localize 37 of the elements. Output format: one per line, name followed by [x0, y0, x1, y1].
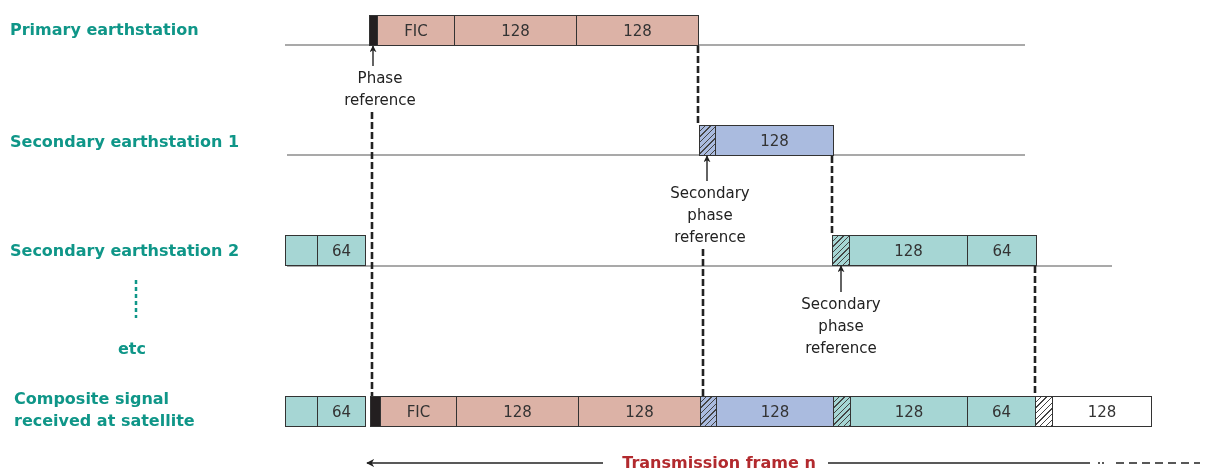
- time-slot: 128: [850, 396, 968, 427]
- row-label: Secondary earthstation 2: [10, 240, 241, 262]
- reference-slot: [285, 235, 318, 266]
- row-label: Primary earthstation: [10, 19, 200, 41]
- time-slot: 128: [849, 235, 968, 266]
- leader-arrow: [369, 45, 377, 67]
- callout-text: Secondary phase reference: [788, 292, 894, 360]
- reference-slot: [370, 396, 381, 427]
- reference-slot: [285, 396, 318, 427]
- time-slot: 128: [716, 396, 834, 427]
- time-slot: 64: [317, 235, 366, 266]
- time-slot: 128: [576, 15, 699, 46]
- time-slot: 64: [967, 235, 1037, 266]
- dashed-guide-line: [370, 112, 374, 396]
- reference-slot: [833, 396, 851, 427]
- leader-arrow: [703, 155, 711, 182]
- reference-slot: [1035, 396, 1053, 427]
- dashed-guide-line: [830, 156, 834, 235]
- row-label: etc: [118, 338, 147, 360]
- reference-slot: [832, 235, 850, 266]
- leader-arrow: [837, 265, 845, 293]
- time-slot: 64: [317, 396, 366, 427]
- time-slot: 128: [454, 15, 577, 46]
- row-label: Composite signal received at satellite: [14, 388, 196, 432]
- time-slot: 128: [1052, 396, 1152, 427]
- time-slot: FIC: [380, 396, 457, 427]
- time-slot: FIC: [377, 15, 455, 46]
- callout-text: Secondary phase reference: [650, 181, 770, 249]
- callout-text: Phase reference: [330, 66, 430, 112]
- time-slot: 128: [578, 396, 701, 427]
- time-slot: 128: [715, 125, 834, 156]
- dashed-guide-line: [1033, 266, 1037, 396]
- dashed-guide-line: [696, 46, 700, 125]
- time-slot: 128: [456, 396, 579, 427]
- row-label: Secondary earthstation 1: [10, 131, 241, 153]
- time-slot: 64: [967, 396, 1036, 427]
- dashed-guide-line: [701, 249, 705, 396]
